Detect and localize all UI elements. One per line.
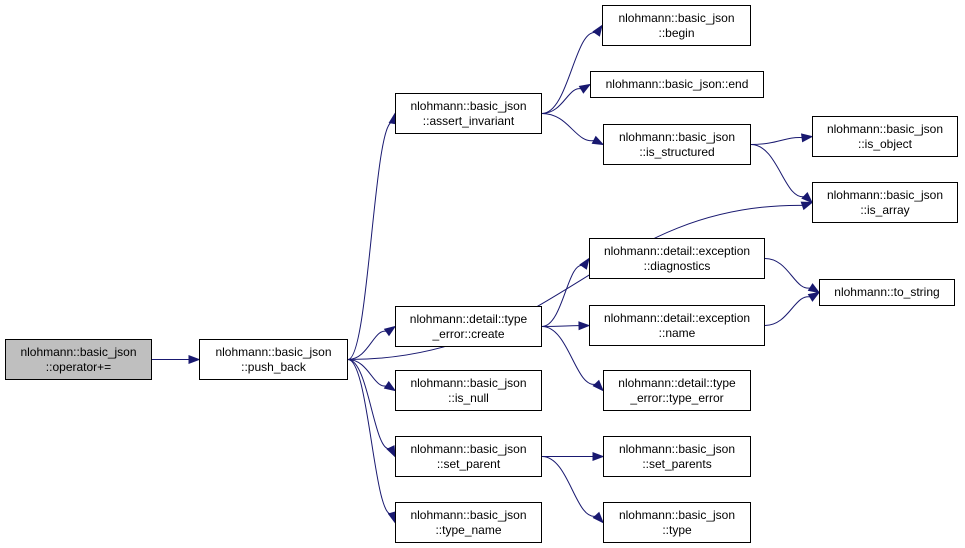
arrowhead-begin-icon xyxy=(592,24,603,37)
arrowhead-set-parents-icon xyxy=(592,451,605,462)
node-set-parents[interactable]: nlohmann::basic_json ::set_parents xyxy=(603,436,751,477)
node-exception-name[interactable]: nlohmann::detail::exception ::name xyxy=(589,305,765,346)
node-type-error-ctor[interactable]: nlohmann::detail::type _error::type_erro… xyxy=(603,370,751,411)
node-end[interactable]: nlohmann::basic_json::end xyxy=(590,71,764,98)
node-label-line: ::begin xyxy=(658,25,695,40)
edge-assert-invariant-to-begin xyxy=(541,32,598,114)
node-label-line: nlohmann::detail::exception xyxy=(603,310,751,325)
node-label-line: ::is_null xyxy=(448,390,489,405)
arrowhead-type-error-create-icon xyxy=(383,325,397,337)
node-operator-plus-eq: nlohmann::basic_json ::operator+= xyxy=(5,339,152,380)
node-exception-diagnostics[interactable]: nlohmann::detail::exception ::diagnostic… xyxy=(589,238,765,279)
node-label-line: ::set_parents xyxy=(642,456,712,471)
node-push-back[interactable]: nlohmann::basic_json ::push_back xyxy=(199,339,348,380)
arrowhead-set-parent-icon xyxy=(386,445,396,458)
node-label-line: nlohmann::basic_json xyxy=(410,441,527,456)
node-label-line: nlohmann::basic_json xyxy=(618,129,736,144)
edge-assert-invariant-to-is-structured xyxy=(541,113,596,142)
node-label-line: _error::type_error xyxy=(630,390,724,405)
node-label-line: ::set_parent xyxy=(436,456,501,471)
arrowhead-type-icon xyxy=(592,511,604,524)
arrowhead-is-object-icon xyxy=(801,133,814,143)
edge-push-back-to-is-null xyxy=(347,359,388,387)
edge-push-back-to-assert-invariant xyxy=(347,121,394,360)
node-assert-invariant[interactable]: nlohmann::basic_json ::assert_invariant xyxy=(395,93,542,134)
edge-assert-invariant-to-end xyxy=(541,88,583,114)
arrowhead-type-error-ctor-icon xyxy=(592,379,604,392)
node-label-line: _error::create xyxy=(432,326,505,341)
node-label-line: ::assert_invariant xyxy=(422,113,515,128)
arrowhead-is-structured-icon xyxy=(591,135,605,146)
node-label-line: nlohmann::detail::type xyxy=(409,311,528,326)
node-type-name[interactable]: nlohmann::basic_json ::type_name xyxy=(395,502,542,543)
node-label-line: nlohmann::basic_json xyxy=(826,121,944,136)
node-label-line: nlohmann::basic_json xyxy=(410,98,527,113)
arrowhead-to-string-icon xyxy=(807,291,821,302)
edge-push-back-to-is-array xyxy=(347,204,804,360)
node-to-string[interactable]: nlohmann::to_string xyxy=(819,279,955,306)
node-set-parent[interactable]: nlohmann::basic_json ::set_parent xyxy=(395,436,542,477)
edge-type-error-create-to-exception-name xyxy=(541,325,581,327)
node-label-line: nlohmann::basic_json xyxy=(410,507,527,522)
node-is-object[interactable]: nlohmann::basic_json ::is_object xyxy=(812,116,958,157)
node-label-line: ::push_back xyxy=(241,359,306,374)
edge-is-structured-to-is-array xyxy=(750,144,806,197)
node-label-line: ::name xyxy=(658,325,696,340)
arrowhead-exception-name-icon xyxy=(578,321,591,331)
edge-push-back-to-set-parent xyxy=(347,359,392,449)
arrowhead-push-back-icon xyxy=(188,354,201,365)
node-label-line: nlohmann::basic_json xyxy=(410,375,527,390)
node-label-line: nlohmann::to_string xyxy=(834,285,940,299)
edge-type-error-create-to-exception-diagnostics xyxy=(541,265,585,327)
edge-is-structured-to-is-object xyxy=(750,137,804,145)
arrowhead-to-string-icon xyxy=(807,283,821,294)
node-type-error-create[interactable]: nlohmann::detail::type _error::create xyxy=(395,306,542,347)
node-label-line: nlohmann::basic_json xyxy=(618,10,735,25)
node-label-line: ::is_object xyxy=(857,136,913,151)
node-label-line: nlohmann::basic_json xyxy=(20,344,137,359)
edge-set-parent-to-type xyxy=(541,456,598,517)
edge-push-back-to-type-name xyxy=(347,359,393,515)
arrowhead-is-null-icon xyxy=(383,380,397,392)
node-type[interactable]: nlohmann::basic_json ::type xyxy=(603,502,751,543)
edge-exception-name-to-to-string xyxy=(764,296,812,326)
node-label-line: ::operator+= xyxy=(45,359,112,374)
arrowhead-exception-diagnostics-icon xyxy=(579,257,590,270)
node-label-line: nlohmann::detail::type xyxy=(618,375,736,390)
node-label-line: ::is_array xyxy=(860,202,910,217)
node-label-line: nlohmann::basic_json::end xyxy=(605,77,749,91)
node-begin[interactable]: nlohmann::basic_json ::begin xyxy=(602,5,751,46)
node-label-line: nlohmann::basic_json xyxy=(215,344,332,359)
node-label-line: nlohmann::detail::exception xyxy=(603,243,751,258)
node-label-line: nlohmann::basic_json xyxy=(618,507,736,522)
edge-push-back-to-type-error-create xyxy=(347,330,388,360)
arrowhead-end-icon xyxy=(578,83,592,94)
node-label-line: nlohmann::basic_json xyxy=(618,441,736,456)
node-is-array[interactable]: nlohmann::basic_json ::is_array xyxy=(812,182,958,223)
edge-exception-diagnostics-to-to-string xyxy=(764,258,812,289)
node-label-line: ::is_structured xyxy=(639,144,715,159)
node-label-line: nlohmann::basic_json xyxy=(826,187,944,202)
node-is-structured[interactable]: nlohmann::basic_json ::is_structured xyxy=(603,124,751,165)
arrowhead-is-array-icon xyxy=(801,191,814,204)
node-label-line: ::diagnostics xyxy=(643,258,711,273)
arrowhead-is-array-icon xyxy=(800,201,814,211)
node-is-null[interactable]: nlohmann::basic_json ::is_null xyxy=(395,370,542,411)
edge-type-error-create-to-type-error-ctor xyxy=(541,326,597,385)
node-label-line: ::type xyxy=(662,522,692,537)
node-label-line: ::type_name xyxy=(435,522,502,537)
